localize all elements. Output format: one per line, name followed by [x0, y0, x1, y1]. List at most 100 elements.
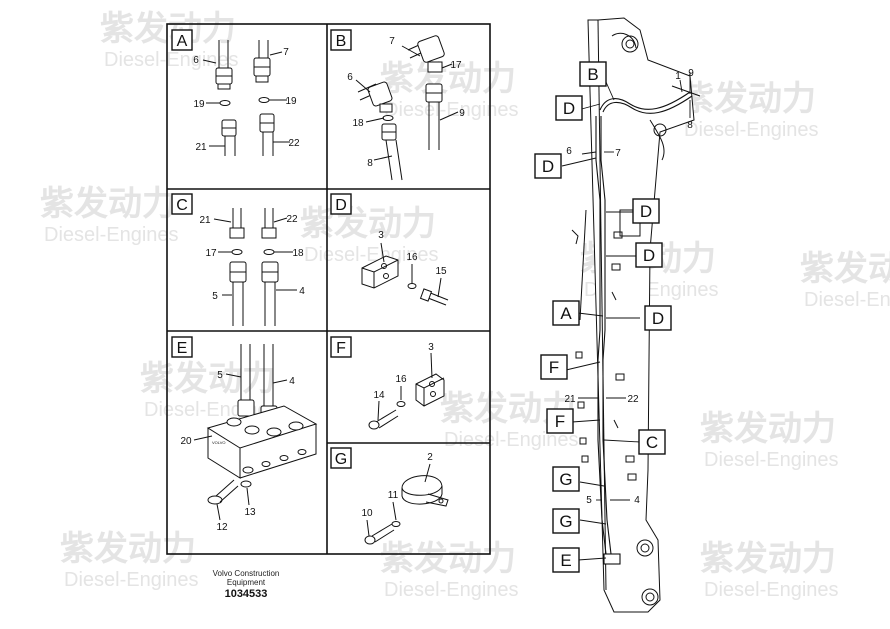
callout-d: D — [534, 153, 562, 179]
panel-letter-g-letter: G — [335, 451, 347, 468]
callout-f: F — [540, 354, 568, 380]
callout-a-letter: A — [560, 304, 572, 323]
watermark-brand: 紫发动力 — [700, 410, 836, 448]
callout-b-frame — [579, 61, 607, 87]
callout-g-frame — [552, 466, 580, 492]
callout-g-letter: G — [559, 512, 572, 531]
watermark-sub: Diesel-Engines — [64, 569, 199, 591]
panel-letter-e-letter: E — [177, 340, 188, 357]
panel-letter-d-letter: D — [335, 197, 347, 214]
callout-d: D — [632, 198, 660, 224]
part-label-e: 5 — [217, 370, 223, 381]
callout-a-frame — [552, 300, 580, 326]
callout-d-frame — [635, 242, 663, 268]
part-label-e: 13 — [244, 507, 256, 518]
panel-letter-b: B — [330, 29, 352, 51]
part-label-a: 19 — [193, 99, 205, 110]
part-label-f: 16 — [395, 374, 407, 385]
part-label-b: 9 — [459, 108, 465, 119]
main-part-label: 1 — [675, 71, 681, 82]
part-label-c: 17 — [205, 248, 217, 259]
panel-letter-g: G — [330, 447, 352, 469]
main-part-label: 21 — [564, 394, 576, 405]
watermark-brand: 紫发动力 — [700, 540, 836, 578]
part-label-d: 3 — [378, 230, 384, 241]
boom-arm — [571, 17, 695, 613]
main-leaders — [561, 72, 691, 561]
callout-a: A — [552, 300, 580, 326]
panel-c — [213, 208, 297, 326]
part-label-e: 12 — [216, 522, 228, 533]
part-label-e: 4 — [289, 376, 295, 387]
panel-letter-a: A — [171, 29, 193, 51]
watermark-sub: Diesel-Engines — [304, 244, 439, 266]
main-part-label: 4 — [634, 495, 640, 506]
callout-f-frame — [540, 354, 568, 380]
watermark-sub: Diesel-Engines — [444, 429, 579, 451]
part-label-a: 21 — [195, 142, 207, 153]
part-label-a: 19 — [285, 96, 297, 107]
part-label-b: 17 — [450, 60, 462, 71]
svg-text:VOLVO: VOLVO — [212, 440, 226, 445]
callout-f-frame — [546, 408, 574, 434]
callout-d: D — [644, 305, 672, 331]
panel-letter-a-letter: A — [177, 33, 188, 50]
callout-f-letter: F — [549, 358, 559, 377]
callout-g-frame — [552, 508, 580, 534]
panel-letter-d: D — [330, 193, 352, 215]
watermark-brand: 紫发动力 — [40, 185, 176, 223]
watermark-brand: 紫发动力 — [380, 540, 516, 578]
main-part-label: 8 — [687, 120, 693, 131]
callout-d-frame — [644, 305, 672, 331]
watermark-brand: 紫发动力 — [300, 205, 436, 243]
watermark-sub: Diesel-Engines — [44, 224, 179, 246]
panel-b — [355, 35, 459, 181]
panel-e: VOLVO — [193, 344, 318, 521]
panel-letter-b-letter: B — [336, 33, 347, 50]
main-part-label: 22 — [627, 394, 639, 405]
caption-drawing-number: 1034533 — [224, 588, 268, 600]
watermark-brand: 紫发动力 — [800, 250, 890, 288]
part-label-c: 21 — [199, 215, 211, 226]
main-part-label: 7 — [615, 148, 621, 159]
part-label-g: 10 — [361, 508, 373, 519]
callout-f: F — [546, 408, 574, 434]
watermark-brand: 紫发动力 — [140, 360, 276, 398]
callout-d: D — [555, 95, 583, 121]
part-label-b: 7 — [389, 36, 395, 47]
part-label-g: 11 — [388, 490, 399, 501]
part-label-b: 18 — [352, 118, 364, 129]
main-part-label: 5 — [586, 495, 592, 506]
panel-letter-c-letter: C — [176, 197, 188, 214]
part-label-e: 20 — [180, 436, 192, 447]
callout-b: B — [579, 61, 607, 87]
callout-d: D — [635, 242, 663, 268]
hose-run — [595, 85, 701, 565]
part-label-c: 4 — [299, 286, 305, 297]
callout-c: C — [638, 429, 666, 455]
part-label-c: 22 — [286, 214, 298, 225]
part-label-f: 14 — [373, 390, 385, 401]
part-label-g: 2 — [427, 452, 433, 463]
callout-g-letter: G — [559, 470, 572, 489]
panel-d — [361, 242, 449, 306]
callout-e: E — [552, 547, 580, 573]
part-label-d: 15 — [435, 266, 447, 277]
panel-letter-d-frame — [330, 193, 352, 215]
callout-c-letter: C — [646, 433, 658, 452]
main-part-label: 9 — [688, 68, 694, 79]
watermark-brand: 紫发动力 — [100, 10, 236, 48]
callout-g: G — [552, 508, 580, 534]
part-label-a: 6 — [193, 55, 199, 66]
panel-a — [202, 40, 290, 156]
watermark-sub: Diesel-Engines — [104, 49, 239, 71]
caption-company-line2: Equipment — [226, 578, 266, 587]
callout-b-letter: B — [587, 65, 598, 84]
panel-letter-f-frame — [330, 336, 352, 358]
